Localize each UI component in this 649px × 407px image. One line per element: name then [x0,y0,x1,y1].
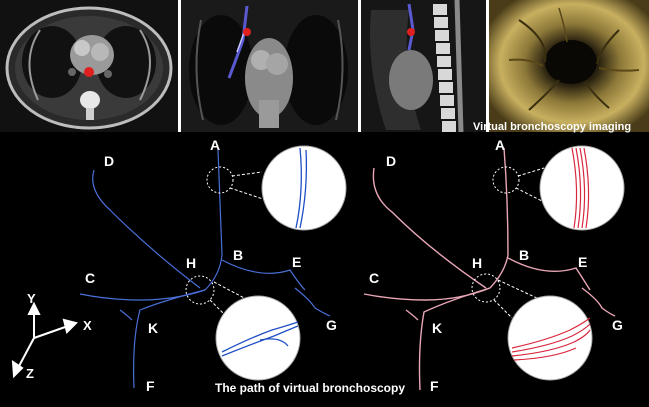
node-label-K: K [432,320,442,336]
node-label-F: F [146,378,155,394]
node-label-K: K [148,320,158,336]
path-trunk-A [205,150,222,290]
path-branch-K [406,310,418,320]
node-label-C: C [369,270,379,286]
node-label-G: G [326,317,337,333]
node-label-B: B [519,247,529,263]
zoom-callout-H-right [472,274,592,380]
node-label-F: F [430,378,439,394]
axis-label-y: Y [27,291,36,306]
path-branch-F [134,290,205,388]
path-branch-K [120,310,132,320]
zoom-callout-A-right [493,146,624,230]
path-branch-F [420,288,491,390]
path-branch-D [93,170,200,288]
node-label-E: E [292,254,301,270]
node-label-C: C [85,270,95,286]
axis-label-z: Z [26,366,34,381]
path-caption: The path of virtual bronchoscopy [215,381,405,395]
node-label-H: H [186,255,196,271]
path-branch-G [295,288,330,316]
node-label-D: D [104,153,114,169]
node-label-D: D [386,153,396,169]
coordinate-axes [13,304,76,376]
path-branch-G [582,288,615,316]
axis-label-x: X [83,318,92,333]
zoom-callout-H-left [186,276,300,380]
node-label-E: E [578,254,587,270]
zoom-callout-A-left [207,146,346,230]
path-branch-D [373,168,486,288]
node-label-G: G [612,317,623,333]
node-label-A: A [495,137,505,153]
node-label-A: A [210,137,220,153]
node-label-H: H [472,255,482,271]
node-label-B: B [233,247,243,263]
